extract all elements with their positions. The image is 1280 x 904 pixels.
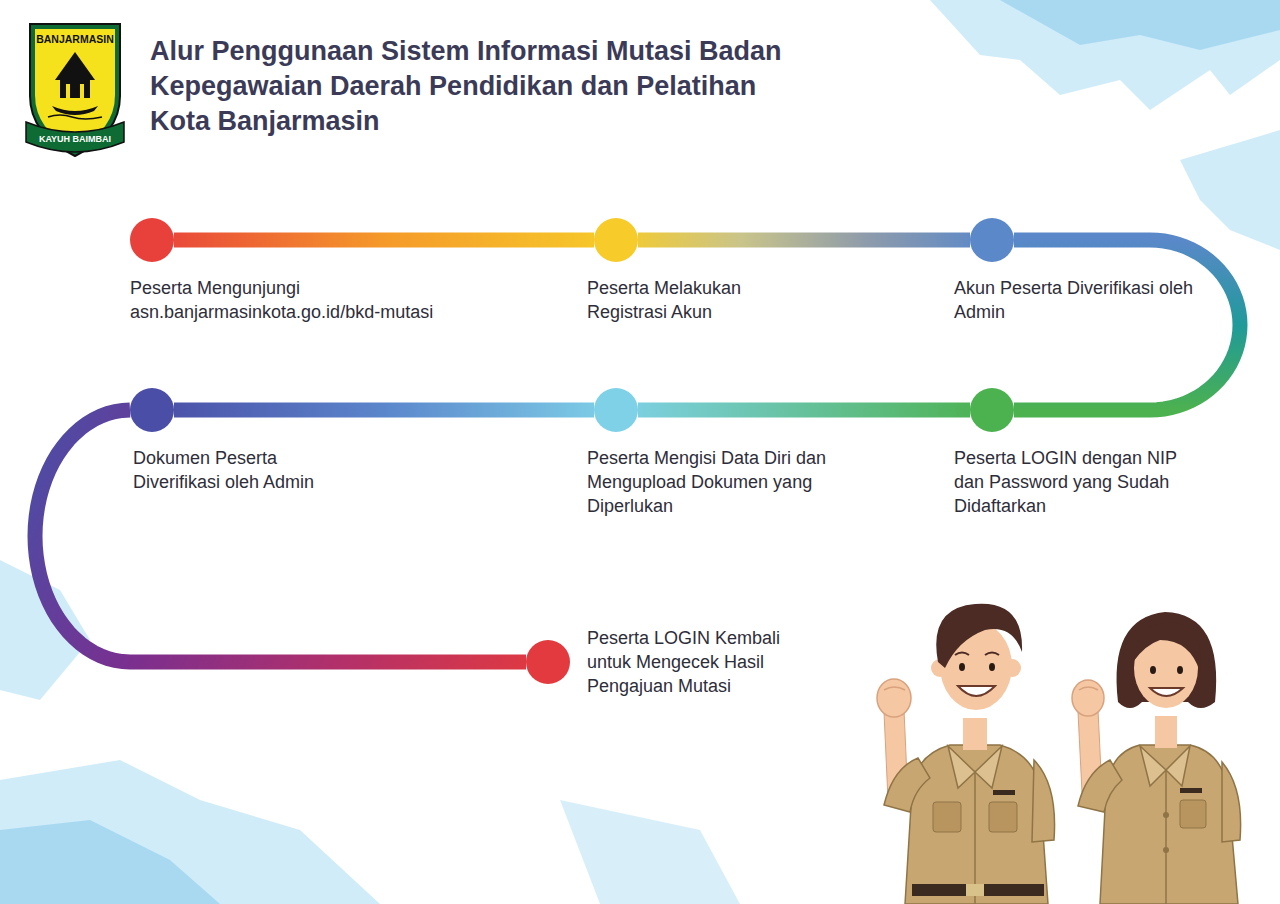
process-step: Peserta Mengisi Data Diri dan Mengupload…	[594, 388, 877, 518]
step-dot	[970, 218, 1014, 262]
flow-connector	[638, 233, 970, 248]
step-dot	[970, 388, 1014, 432]
process-step: Peserta Mengunjungi asn.banjarmasinkota.…	[130, 218, 530, 324]
flow-connector	[638, 403, 970, 418]
step-text: Peserta Mengunjungi asn.banjarmasinkota.…	[130, 276, 530, 324]
step-dot	[594, 388, 638, 432]
flow-connector	[35, 410, 526, 662]
flow-connector	[174, 403, 594, 418]
process-step: Peserta LOGIN Kembali untuk Mengecek Has…	[526, 626, 817, 698]
process-step: Akun Peserta Diverifikasi oleh Admin	[970, 218, 1194, 324]
logo-text: BANJARMASIN	[30, 33, 120, 46]
process-step: Peserta Melakukan Registrasi Akun	[594, 218, 787, 324]
flow-connector	[1014, 240, 1240, 410]
step-text: Peserta Mengisi Data Diri dan Mengupload…	[587, 446, 877, 518]
step-dot	[130, 218, 174, 262]
flow-connector	[174, 233, 594, 248]
step-dot	[594, 218, 638, 262]
step-dot	[526, 640, 570, 684]
man-figure	[877, 604, 1055, 904]
process-step: Dokumen Peserta Diverifikasi oleh Admin	[130, 388, 363, 494]
step-text: Akun Peserta Diverifikasi oleh Admin	[954, 276, 1194, 324]
diagram-title: Alur Penggunaan Sistem Informasi Mutasi …	[150, 34, 790, 139]
woman-figure	[1072, 612, 1241, 904]
city-logo	[26, 24, 124, 156]
step-text: Dokumen Peserta Diverifikasi oleh Admin	[133, 446, 363, 494]
step-text: Peserta LOGIN Kembali untuk Mengecek Has…	[587, 626, 817, 698]
logo-text: KAYUH BAIMBAI	[30, 134, 120, 145]
step-text: Peserta LOGIN dengan NIP dan Password ya…	[954, 446, 1179, 518]
process-step: Peserta LOGIN dengan NIP dan Password ya…	[970, 388, 1179, 518]
step-dot	[130, 388, 174, 432]
step-text: Peserta Melakukan Registrasi Akun	[587, 276, 787, 324]
